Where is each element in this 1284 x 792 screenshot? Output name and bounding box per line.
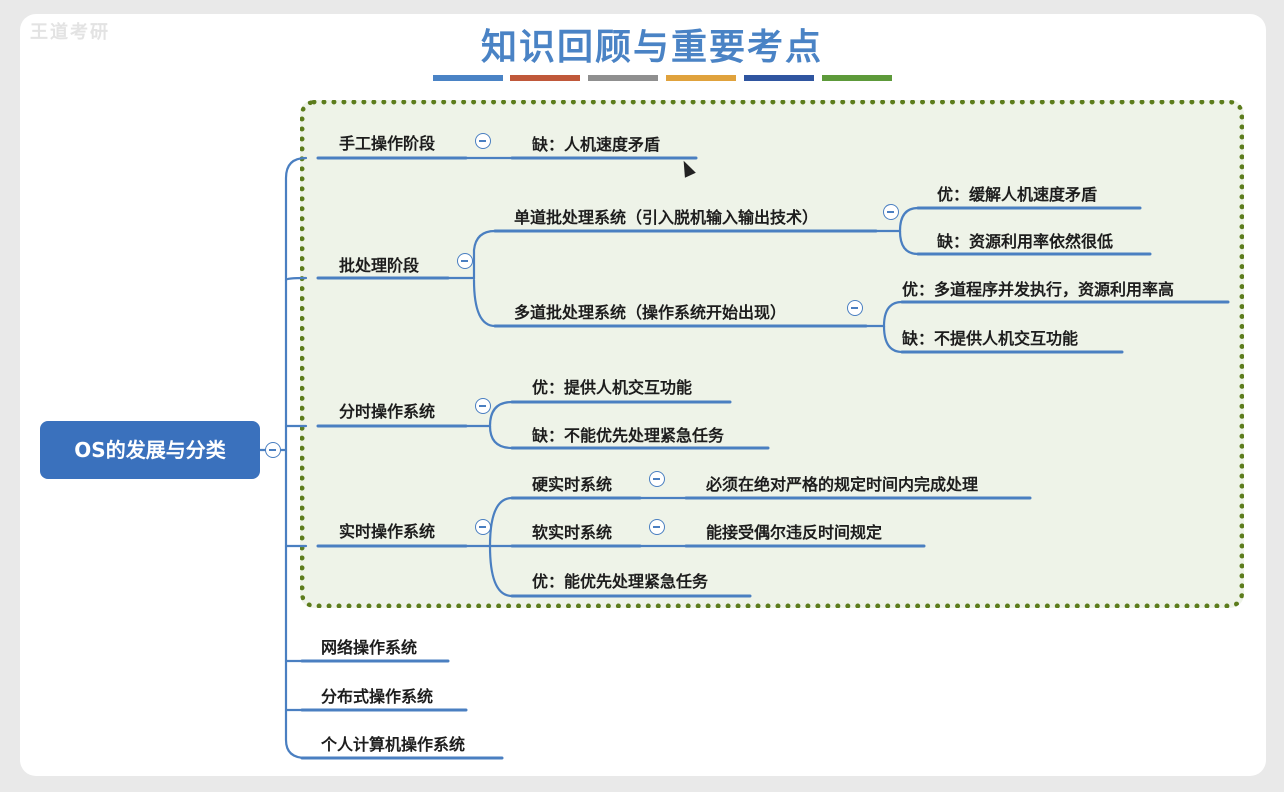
collapse-root-icon[interactable] bbox=[265, 442, 281, 458]
node-personal-os[interactable]: 个人计算机操作系统 bbox=[321, 735, 466, 754]
title-stripe bbox=[433, 75, 503, 81]
collapse-soft-realtime-icon[interactable] bbox=[649, 519, 665, 535]
node-multi-batch[interactable]: 多道批处理系统（操作系统开始出现） bbox=[514, 303, 787, 322]
node-single-batch-con[interactable]: 缺：资源利用率依然很低 bbox=[937, 232, 1114, 251]
node-hard-realtime-desc[interactable]: 必须在绝对严格的规定时间内完成处理 bbox=[706, 475, 979, 494]
collapse-manual-icon[interactable] bbox=[475, 133, 491, 149]
node-realtime-pro[interactable]: 优：能优先处理紧急任务 bbox=[532, 572, 709, 591]
collapse-batch-icon[interactable] bbox=[457, 253, 473, 269]
root-node[interactable]: OS的发展与分类 bbox=[40, 421, 260, 479]
node-manual-con[interactable]: 缺：人机速度矛盾 bbox=[532, 135, 661, 154]
node-manual-stage[interactable]: 手工操作阶段 bbox=[339, 134, 436, 153]
node-distributed-os[interactable]: 分布式操作系统 bbox=[321, 687, 434, 706]
node-timesharing-pro[interactable]: 优：提供人机交互功能 bbox=[532, 378, 693, 397]
node-timesharing-con[interactable]: 缺：不能优先处理紧急任务 bbox=[532, 426, 725, 445]
node-batch-stage[interactable]: 批处理阶段 bbox=[339, 256, 420, 275]
title-stripe bbox=[510, 75, 580, 81]
node-timesharing-os[interactable]: 分时操作系统 bbox=[339, 402, 436, 421]
highlight-box bbox=[300, 100, 1244, 608]
node-hard-realtime[interactable]: 硬实时系统 bbox=[532, 475, 613, 494]
node-realtime-os[interactable]: 实时操作系统 bbox=[339, 522, 436, 541]
collapse-timesharing-icon[interactable] bbox=[475, 398, 491, 414]
node-multi-batch-con[interactable]: 缺：不提供人机交互功能 bbox=[902, 329, 1079, 348]
collapse-realtime-icon[interactable] bbox=[475, 519, 491, 535]
node-single-batch-pro[interactable]: 优：缓解人机速度矛盾 bbox=[937, 185, 1098, 204]
page-title: 知识回顾与重要考点 bbox=[480, 27, 823, 68]
node-soft-realtime[interactable]: 软实时系统 bbox=[532, 523, 613, 542]
title-stripe bbox=[588, 75, 658, 81]
node-multi-batch-pro[interactable]: 优：多道程序并发执行，资源利用率高 bbox=[902, 280, 1175, 299]
title-stripe bbox=[666, 75, 736, 81]
title-stripe bbox=[822, 75, 892, 81]
collapse-multi-batch-icon[interactable] bbox=[847, 300, 863, 316]
node-network-os[interactable]: 网络操作系统 bbox=[321, 638, 418, 657]
collapse-single-batch-icon[interactable] bbox=[883, 204, 899, 220]
node-single-batch[interactable]: 单道批处理系统（引入脱机输入输出技术） bbox=[514, 208, 819, 227]
watermark-logo: 王道考研 bbox=[30, 22, 110, 43]
title-stripe bbox=[744, 75, 814, 81]
node-soft-realtime-desc[interactable]: 能接受偶尔违反时间规定 bbox=[706, 523, 883, 542]
collapse-hard-realtime-icon[interactable] bbox=[649, 471, 665, 487]
